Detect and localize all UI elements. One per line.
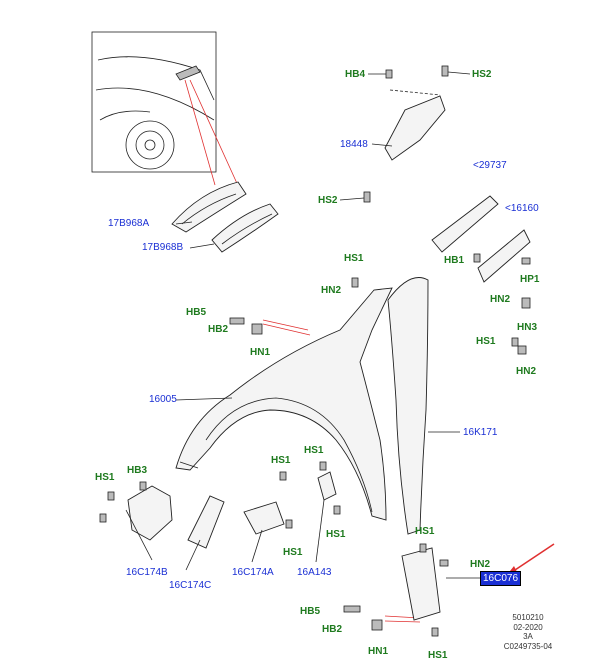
leader-line	[262, 323, 311, 336]
label-hn1-b: HN1	[368, 646, 389, 657]
bracket-16160	[477, 229, 531, 283]
label-16005: 16005	[149, 394, 177, 405]
label-leaders	[125, 71, 480, 579]
label-hn1-a: HN1	[250, 347, 271, 358]
label-hs1-a: HS1	[344, 253, 364, 264]
label-17b968a: 17B968A	[108, 218, 150, 229]
label-hn2-c: HN2	[516, 366, 537, 377]
label-hn2-a: HN2	[321, 285, 342, 296]
label-16a143: 16A143	[297, 567, 332, 578]
label-hs1-b: HS1	[476, 336, 496, 347]
bracket-29737	[431, 195, 499, 253]
label-16k171: 16K171	[463, 427, 498, 438]
leader-line	[384, 620, 421, 623]
inset-vent	[175, 65, 201, 81]
label-hs2-top: HS2	[472, 69, 492, 80]
reference-line-1: 5010210	[512, 613, 544, 622]
bracket-16a143	[317, 471, 337, 501]
label-hs1-g: HS1	[283, 547, 303, 558]
label-16c174a: 16C174A	[232, 567, 274, 578]
label-18448: 18448	[340, 139, 368, 150]
side-vent-17b968a	[171, 181, 247, 233]
label-hs2-mid: HS2	[318, 195, 338, 206]
vehicle-inset-view	[91, 31, 217, 173]
label-hs1-d: HS1	[271, 455, 291, 466]
label-hb1: HB1	[444, 255, 465, 266]
label-hp1: HP1	[520, 274, 540, 285]
leader-line	[189, 79, 241, 191]
bracket-18448	[384, 95, 446, 161]
fastener-group	[99, 65, 531, 637]
label-hb5-a: HB5	[186, 307, 207, 318]
leader-line	[262, 319, 309, 331]
label-16160: <16160	[505, 203, 539, 214]
liner-16k171	[387, 277, 429, 535]
label-16c174c: 16C174C	[169, 580, 212, 591]
label-hn3: HN3	[517, 322, 538, 333]
label-hs1-e: HS1	[95, 472, 115, 483]
label-hs1-h: HS1	[415, 526, 435, 537]
label-hb5-b: HB5	[300, 606, 321, 617]
bracket-16c174a	[243, 501, 285, 535]
label-hn2-b: HN2	[490, 294, 511, 305]
leader-line	[184, 79, 216, 186]
reference-line-3: 3A	[523, 632, 533, 641]
label-17b968b: 17B968B	[142, 242, 184, 253]
fender-16005	[175, 287, 393, 521]
label-hb2-a: HB2	[208, 324, 229, 335]
label-16c174b: 16C174B	[126, 567, 168, 578]
label-hs1-c: HS1	[304, 445, 324, 456]
inset-frame	[91, 31, 217, 173]
label-hb4: HB4	[345, 69, 366, 80]
label-hn2-d: HN2	[470, 559, 491, 570]
label-29737: <29737	[473, 160, 507, 171]
callout-arrow	[511, 543, 555, 573]
bracket-16c174c	[187, 495, 225, 549]
label-hs1-f: HS1	[326, 529, 346, 540]
label-hb3: HB3	[127, 465, 148, 476]
reference-line-4: C0249735-04	[503, 641, 553, 651]
inset-wheel	[125, 120, 175, 170]
highlighted-part-16c076: 16C076	[480, 571, 522, 586]
bracket-16c174b	[127, 485, 173, 541]
reference-block: 5010210 02-2020 3A C0249735-04	[488, 613, 568, 651]
label-hb2-b: HB2	[322, 624, 343, 635]
reference-line-2: 02-2020	[513, 622, 543, 632]
bracket-16c076	[401, 547, 441, 621]
label-hs1-i: HS1	[428, 650, 448, 661]
